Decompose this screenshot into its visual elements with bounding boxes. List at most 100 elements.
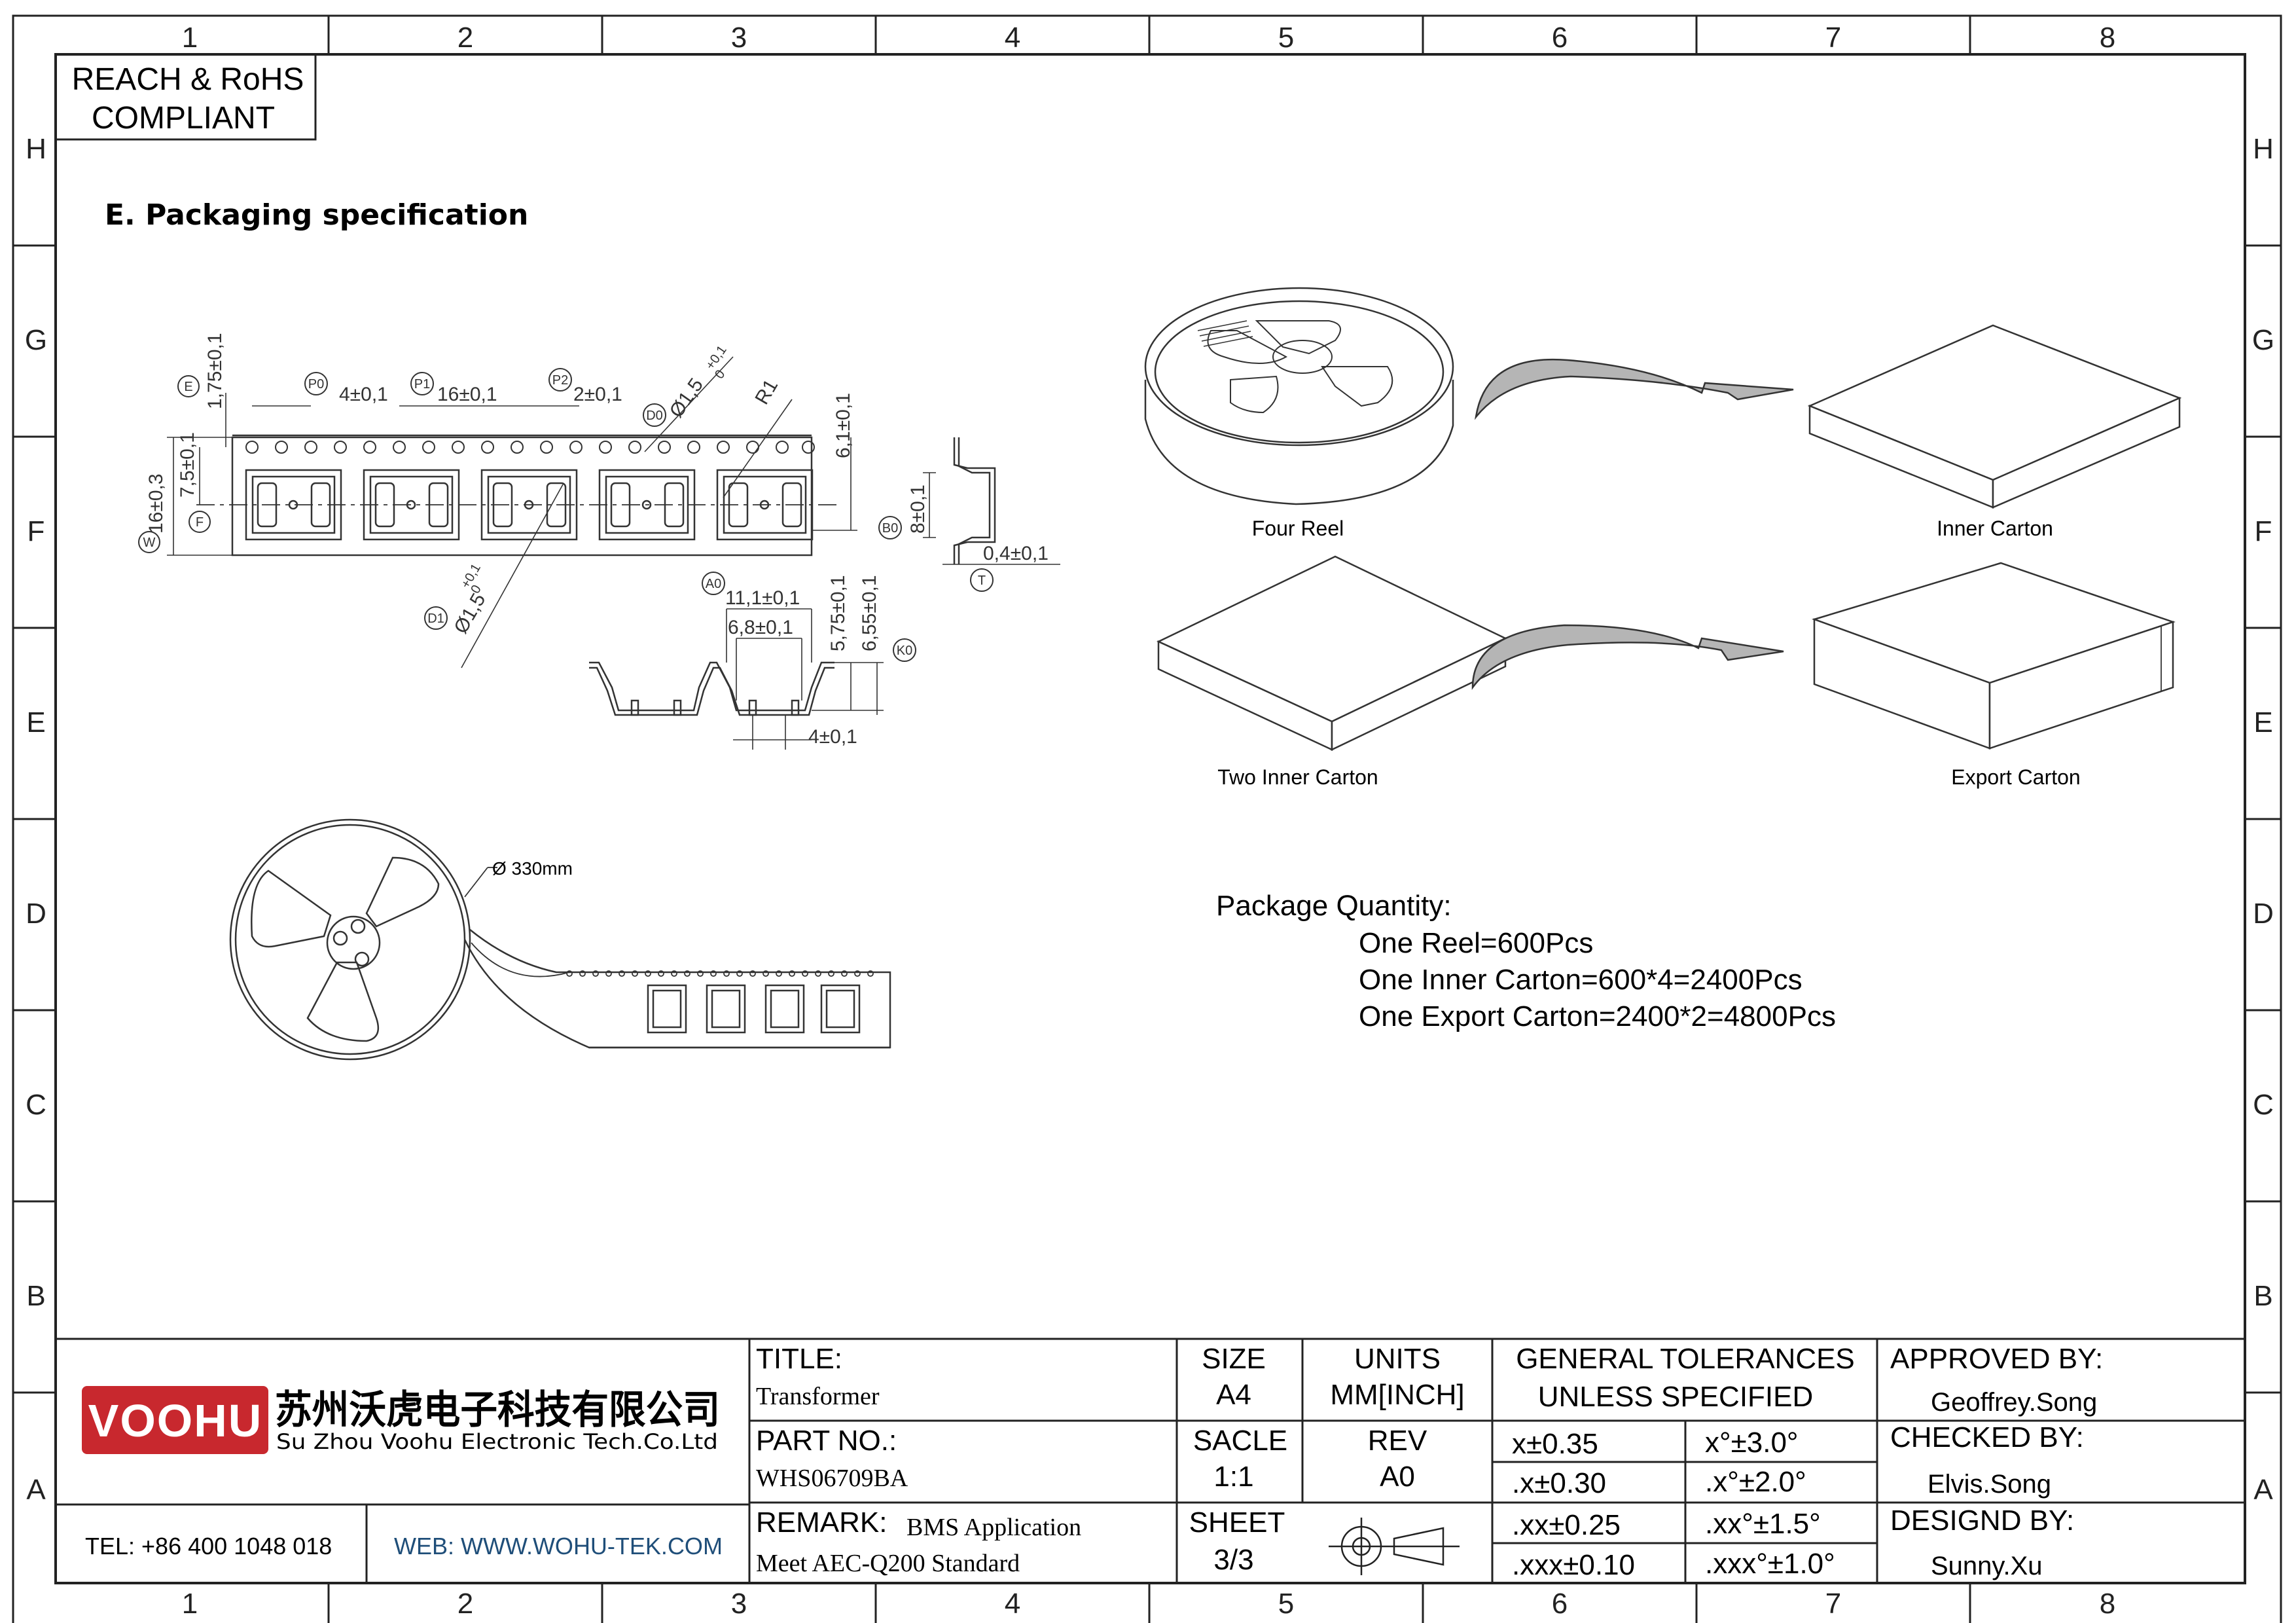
dim-d0-tol2: 0 [712, 367, 728, 382]
checked-by-label: CHECKED BY: [1890, 1421, 2084, 1453]
col-label-top: 2 [457, 22, 473, 54]
tolerance-linear: .xxx±0.10 [1512, 1549, 1635, 1581]
tolerances-heading-1: GENERAL TOLERANCES [1516, 1343, 1855, 1375]
company-name-cn: 苏州沃虎电子科技有限公司 [275, 1387, 720, 1433]
tolerance-angular: x°±3.0° [1705, 1427, 1799, 1459]
carrier-tape-top-view [167, 356, 857, 668]
col-label-top: 4 [1005, 22, 1020, 54]
pocket-cross-section [589, 608, 884, 750]
col-label-top: 5 [1278, 22, 1294, 54]
tape-callouts: E P0 P1 P2 D0 D1 W F B0 T A0 K0 [138, 368, 994, 662]
title-block-grid [56, 1338, 2245, 1583]
callout-a0: A0 [706, 577, 721, 591]
flow-arrow-1 [1475, 358, 1794, 420]
label-r: R1 [751, 376, 782, 409]
remark-label: REMARK: [756, 1506, 887, 1539]
pocket-section-labels: 11,1±0,1 6,8±0,1 5,75±0,1 6,55±0,1 4±0,1 [725, 575, 880, 748]
row-label-left: D [26, 898, 46, 930]
dim-w: 16±0,3 [145, 473, 167, 534]
tape-side-profile [923, 437, 1060, 565]
row-label-left: B [26, 1280, 45, 1312]
callout-t: T [978, 574, 986, 588]
size-label: SIZE [1202, 1343, 1266, 1375]
row-label-right: G [2252, 324, 2274, 356]
rev-value: A0 [1380, 1461, 1415, 1493]
package-quantity-line: One Reel=600Pcs [1359, 927, 1593, 959]
title-block-fields: TITLE: Transformer PART NO.: WHS06709BA … [756, 1343, 2103, 1581]
row-label-left: G [25, 324, 47, 356]
compliance-box: REACH & RoHS COMPLIANT [54, 53, 317, 141]
reel-parts [647, 984, 861, 1034]
col-label-bottom: 4 [1005, 1588, 1020, 1620]
title-value: Transformer [756, 1383, 880, 1410]
row-label-left: H [26, 133, 46, 165]
tolerance-linear: .xx±0.25 [1512, 1509, 1621, 1541]
part-no-label: PART NO.: [756, 1425, 897, 1457]
tolerances-heading-2: UNLESS SPECIFIED [1538, 1381, 1814, 1413]
tolerance-angular: .xx°±1.5° [1705, 1508, 1821, 1540]
row-label-right: E [2253, 706, 2272, 739]
title-label: TITLE: [756, 1343, 842, 1375]
dim-k0: 6,55±0,1 [859, 575, 880, 651]
flow-arrows [1471, 358, 1794, 690]
dim-e: 1,75±0,1 [204, 333, 226, 409]
side-profile-labels: 8±0,1 0,4±0,1 [907, 484, 1049, 564]
col-label-top: 6 [1552, 22, 1568, 54]
row-label-right: C [2253, 1089, 2274, 1121]
label-inner-carton: Inner Carton [1937, 517, 2053, 540]
tel-text: TEL: +86 400 1048 018 [85, 1533, 332, 1559]
flow-labels: Four Reel Inner Carton Two Inner Carton … [1217, 517, 2080, 789]
tolerance-linear: x±0.35 [1512, 1428, 1598, 1460]
remark-value-2: Meet AEC-Q200 Standard [756, 1550, 1020, 1577]
dim-p0: 4±0,1 [339, 384, 388, 405]
package-quantity-line: One Inner Carton=600*4=2400Pcs [1359, 964, 1803, 996]
dim-depth: 6,1±0,1 [833, 393, 854, 458]
col-label-bottom: 6 [1552, 1588, 1568, 1620]
approved-by-value: Geoffrey.Song [1931, 1388, 2097, 1417]
compliance-line-1: REACH & RoHS [72, 62, 304, 97]
tolerance-linear: .x±0.30 [1512, 1467, 1606, 1499]
tolerance-angular: .x°±2.0° [1705, 1466, 1806, 1498]
dim-a-inner: 6,8±0,1 [728, 617, 793, 638]
company-logo: VOOHU [82, 1386, 268, 1454]
callout-e: E [184, 380, 192, 394]
approved-by-label: APPROVED BY: [1890, 1343, 2103, 1375]
dim-f: 7,5±0,1 [177, 432, 198, 498]
designed-by-value: Sunny.Xu [1931, 1552, 2043, 1580]
reel-drawing [229, 818, 891, 1061]
callout-p2: P2 [552, 373, 568, 388]
col-label-bottom: 5 [1278, 1588, 1294, 1620]
four-reel-illustration [1144, 287, 1454, 505]
sheet-value: 3/3 [1213, 1544, 1253, 1576]
col-label-bottom: 8 [2100, 1588, 2115, 1620]
size-value: A4 [1216, 1379, 1251, 1411]
designed-by-label: DESIGND BY: [1890, 1504, 2074, 1537]
dim-p1: 16±0,1 [437, 384, 497, 405]
scale-value: 1:1 [1213, 1461, 1253, 1493]
web-link[interactable]: WEB: WWW.WOHU-TEK.COM [394, 1533, 723, 1559]
projection-symbol-icon [1329, 1518, 1460, 1575]
row-label-right: D [2253, 898, 2274, 930]
compliance-line-2: COMPLIANT [92, 101, 275, 136]
col-label-top: 3 [731, 22, 747, 54]
carton-illustrations [1157, 324, 2182, 751]
dim-pitch4: 4±0,1 [808, 726, 857, 748]
label-export-carton: Export Carton [1951, 765, 2080, 789]
callout-d1: D1 [427, 611, 444, 626]
sheet-label: SHEET [1189, 1506, 1285, 1539]
callout-f: F [196, 515, 204, 530]
row-label-left: F [27, 515, 45, 547]
row-label-left: E [26, 706, 45, 739]
tolerance-angular: .xxx°±1.0° [1705, 1548, 1835, 1580]
col-label-top: 1 [182, 22, 198, 54]
col-label-top: 8 [2100, 22, 2115, 54]
package-quantity-line: One Export Carton=2400*2=4800Pcs [1359, 1000, 1836, 1032]
dim-d1: Ø1,5 [450, 590, 490, 638]
row-label-right: B [2253, 1280, 2272, 1312]
checked-by-value: Elvis.Song [1928, 1470, 2051, 1499]
row-label-right: F [2255, 515, 2272, 547]
dim-d0: Ø1,5 [666, 374, 708, 422]
dim-a-outer: 11,1±0,1 [725, 587, 800, 609]
row-label-left: C [26, 1089, 46, 1121]
